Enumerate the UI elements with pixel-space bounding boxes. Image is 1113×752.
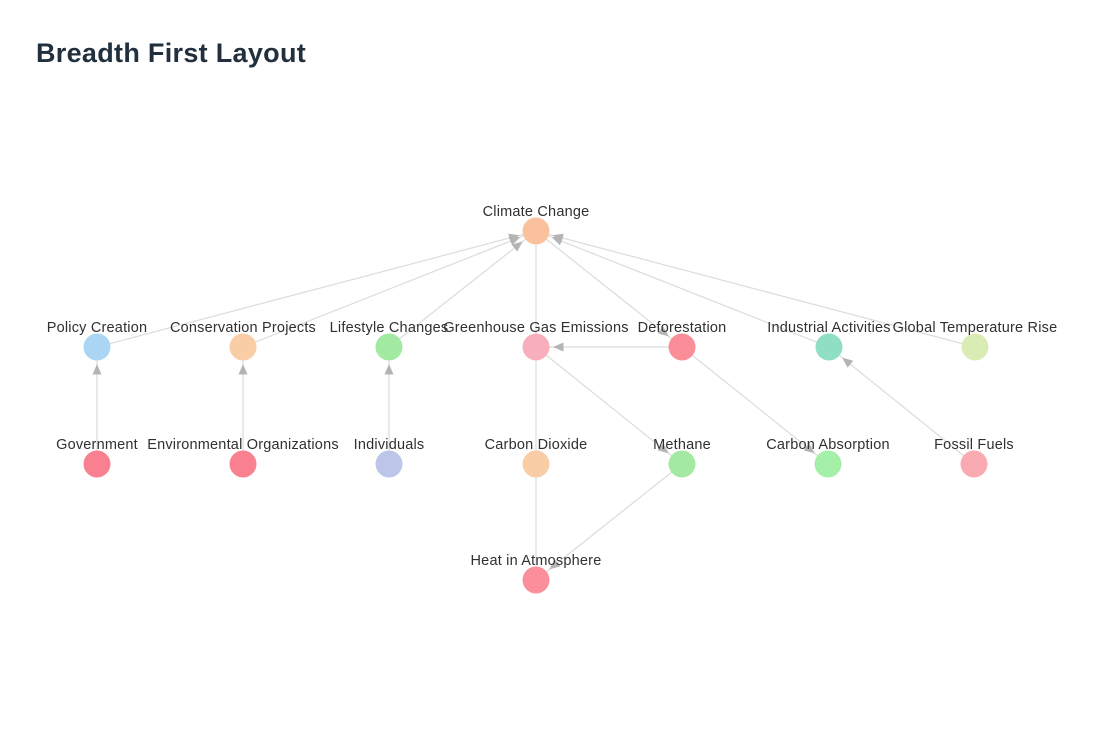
arrowhead-conservation-projects--climate-change <box>508 236 521 246</box>
node-conservation-projects[interactable] <box>229 333 257 361</box>
node-industrial-activities[interactable] <box>815 333 843 361</box>
arrowhead-climate-change--deforestation <box>657 326 669 337</box>
node-environmental-organizations[interactable] <box>229 450 257 478</box>
arrowhead-deforestation--carbon-absorption <box>803 443 815 454</box>
edge-climate-change--deforestation <box>535 230 683 348</box>
arrowhead-deforestation--greenhouse-gas-emissions <box>553 342 564 352</box>
node-label-climate-change: Climate Change <box>483 204 590 220</box>
node-label-deforestation: Deforestation <box>638 320 727 336</box>
node-global-temperature-rise[interactable] <box>961 333 989 361</box>
edge-layer <box>92 230 976 581</box>
edge-industrial-activities--climate-change <box>535 230 830 348</box>
node-label-conservation-projects: Conservation Projects <box>170 320 316 336</box>
node-deforestation[interactable] <box>668 333 696 361</box>
node-layer <box>83 217 989 594</box>
node-individuals[interactable] <box>375 450 403 478</box>
node-label-individuals: Individuals <box>354 437 425 453</box>
node-label-fossil-fuels: Fossil Fuels <box>934 437 1014 453</box>
edge-policy-creation--climate-change <box>96 230 537 348</box>
arrowhead-environmental-organizations--conservation-projects <box>238 364 248 375</box>
edge-conservation-projects--climate-change <box>242 230 537 348</box>
node-label-industrial-activities: Industrial Activities <box>767 320 890 336</box>
edge-greenhouse-gas-emissions--methane <box>535 346 683 465</box>
arrowhead-fossil-fuels--industrial-activities <box>842 357 854 368</box>
arrowhead-methane--heat-in-atmosphere <box>549 559 561 570</box>
node-fossil-fuels[interactable] <box>960 450 988 478</box>
node-methane[interactable] <box>668 450 696 478</box>
edge-global-temperature-rise--climate-change <box>535 230 976 348</box>
node-label-methane: Methane <box>653 437 711 453</box>
node-label-lifestyle-changes: Lifestyle Changes <box>330 320 449 336</box>
edge-deforestation--carbon-absorption <box>681 346 829 465</box>
page-title: Breadth First Layout <box>36 38 307 68</box>
node-lifestyle-changes[interactable] <box>375 333 403 361</box>
node-label-global-temperature-rise: Global Temperature Rise <box>893 320 1058 336</box>
node-government[interactable] <box>83 450 111 478</box>
node-label-greenhouse-gas-emissions: Greenhouse Gas Emissions <box>443 320 628 336</box>
arrowhead-global-temperature-rise--climate-change <box>552 233 564 243</box>
node-greenhouse-gas-emissions[interactable] <box>522 333 550 361</box>
arrowhead-greenhouse-gas-emissions--methane <box>657 443 669 454</box>
arrowhead-government--policy-creation <box>92 364 102 375</box>
node-heat-in-atmosphere[interactable] <box>522 566 550 594</box>
edge-lifestyle-changes--climate-change <box>388 230 537 348</box>
node-label-carbon-dioxide: Carbon Dioxide <box>485 437 588 453</box>
node-carbon-dioxide[interactable] <box>522 450 550 478</box>
edge-fossil-fuels--industrial-activities <box>828 346 975 465</box>
edge-methane--heat-in-atmosphere <box>535 463 683 581</box>
arrowhead-individuals--lifestyle-changes <box>384 364 394 375</box>
node-label-carbon-absorption: Carbon Absorption <box>766 437 890 453</box>
node-carbon-absorption[interactable] <box>814 450 842 478</box>
arrowhead-lifestyle-changes--climate-change <box>511 241 523 252</box>
node-climate-change[interactable] <box>522 217 550 245</box>
node-label-environmental-organizations: Environmental Organizations <box>147 437 339 453</box>
node-label-policy-creation: Policy Creation <box>47 320 148 336</box>
node-policy-creation[interactable] <box>83 333 111 361</box>
node-label-government: Government <box>56 437 138 453</box>
node-label-heat-in-atmosphere: Heat in Atmosphere <box>471 553 602 569</box>
